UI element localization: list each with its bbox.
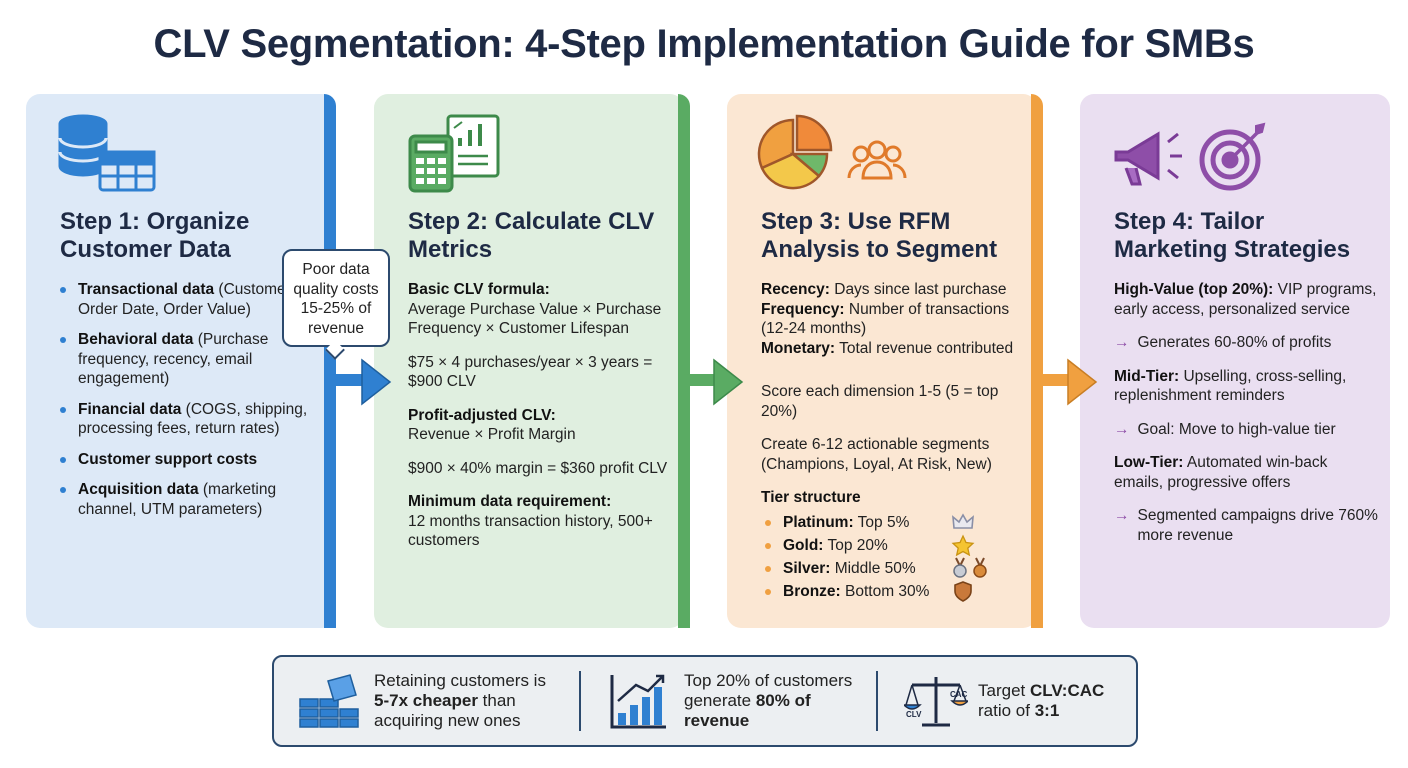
- formula-text: Average Purchase Value × Purchase Freque…: [408, 300, 662, 338]
- low-text: Automated win-back emails, progressive o…: [1114, 454, 1328, 491]
- step1-title: Step 1: Organize Customer Data: [60, 208, 250, 263]
- arrow-3-to-4: [1031, 358, 1098, 628]
- report-chart-icon: [446, 114, 500, 178]
- shield-icon: [954, 580, 972, 602]
- step4-title: Step 4: Tailor Marketing Strategies: [1114, 208, 1351, 263]
- formula-example: $75 × 4 purchases/year × 3 years = $900 …: [408, 353, 653, 391]
- balance-scale-icon: CLV CAC: [904, 677, 968, 727]
- profit-label: Profit-adjusted CLV:: [408, 406, 556, 424]
- step1-card: Step 1: Organize Customer Data Transacti…: [26, 94, 336, 628]
- divider: [579, 671, 581, 731]
- high-arrow-line: →Generates 60-80% of profits: [1114, 334, 1332, 351]
- rfm-recency: Recency: Days since last purchase: [761, 281, 1007, 298]
- step4-icons: [1114, 122, 1266, 191]
- tier-label: Tier structure: [761, 489, 861, 506]
- high-text: VIP programs, early access, personalized…: [1114, 281, 1377, 318]
- star-icon: [951, 533, 975, 556]
- min-text: 12 months transaction history, 500+ cust…: [408, 512, 653, 550]
- arrow-1-to-2: [324, 358, 392, 628]
- stats-bar: Retaining customers is 5-7x cheaper than…: [272, 655, 1138, 747]
- page-title: CLV Segmentation: 4-Step Implementation …: [153, 22, 1255, 66]
- step4-card: Step 4: Tailor Marketing Strategies High…: [1080, 94, 1390, 628]
- step3-card: Step 3: Use RFM Analysis to Segment Rece…: [727, 94, 1037, 628]
- people-group-icon: [847, 140, 907, 180]
- rfm-frequency: Frequency: Number of transactions (12-24…: [761, 300, 1010, 338]
- mid-text: Upselling, cross-selling, replenishment …: [1114, 367, 1347, 405]
- low-arrow-line: →Segmented campaigns drive 760% more rev…: [1114, 507, 1378, 544]
- step1-icons: [58, 114, 156, 192]
- list-item: Customer support costs: [60, 450, 326, 470]
- growth-chart-icon: [610, 674, 666, 729]
- megaphone-icon: [1114, 131, 1182, 186]
- pie-chart-icon: [757, 114, 833, 190]
- stat-retention: Retaining customers is 5-7x cheaper than…: [374, 671, 546, 730]
- tier-platinum: Platinum: Top 5%: [761, 511, 1027, 534]
- low-label: Low-Tier:: [1114, 454, 1184, 471]
- target-icon: [1199, 122, 1266, 191]
- data-quality-callout: Poor data quality costs 15-25% of revenu…: [282, 249, 390, 347]
- step2-card: Step 2: Calculate CLV Metrics Basic CLV …: [374, 94, 684, 628]
- calculator-icon: [408, 134, 454, 193]
- high-label: High-Value (top 20%):: [1114, 281, 1274, 298]
- tier-bronze: Bronze: Bottom 30%: [761, 580, 1027, 603]
- list-item: Financial data (COGS, shipping, processi…: [60, 400, 326, 439]
- list-item: Behavioral data (Purchase frequency, rec…: [60, 330, 326, 389]
- scale-right-label: CAC: [950, 690, 968, 699]
- step3-icons: [757, 114, 907, 190]
- rfm-monetary: Monetary: Total revenue contributed: [761, 339, 1014, 357]
- formula-label: Basic CLV formula:: [408, 281, 550, 298]
- step2-icons: [408, 114, 500, 193]
- stat-top20: Top 20% of customers generate 80% of rev…: [684, 671, 853, 730]
- scale-left-label: CLV: [906, 710, 922, 719]
- crown-icon: [952, 512, 974, 529]
- medals-icon: [953, 557, 987, 578]
- divider: [876, 671, 878, 731]
- tier-list: Platinum: Top 5% Gold: Top 20% Silver: M…: [761, 511, 1027, 603]
- table-icon: [98, 150, 156, 192]
- step3-title: Step 3: Use RFM Analysis to Segment: [761, 208, 998, 263]
- list-item: Acquisition data (marketing channel, UTM…: [60, 480, 326, 519]
- stat-ratio: Target CLV:CAC ratio of 3:1: [978, 681, 1105, 720]
- mid-arrow-line: →Goal: Move to high-value tier: [1114, 420, 1336, 438]
- tier-gold: Gold: Top 20%: [761, 533, 1027, 557]
- score-text: Score each dimension 1-5 (5 = top 20%): [761, 383, 999, 420]
- tier-silver: Silver: Middle 50%: [761, 557, 1027, 580]
- min-label: Minimum data requirement:: [408, 493, 612, 510]
- profit-example: $900 × 40% margin = $360 profit CLV: [408, 459, 668, 477]
- segments-text: Create 6-12 actionable segments (Champio…: [761, 436, 992, 473]
- profit-formula: Revenue × Profit Margin: [408, 426, 576, 443]
- arrow-2-to-3: [678, 358, 744, 628]
- step2-title: Step 2: Calculate CLV Metrics: [408, 208, 655, 263]
- mid-label: Mid-Tier:: [1114, 367, 1180, 385]
- piggy-bank-icon: [299, 674, 359, 728]
